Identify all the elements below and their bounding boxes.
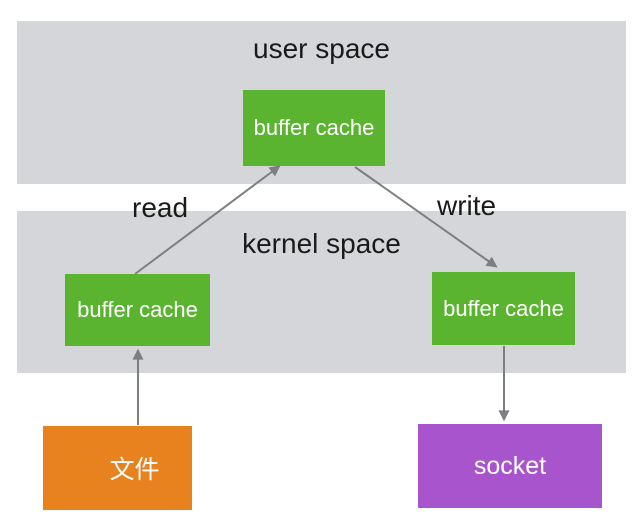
user-space-label: user space <box>253 33 390 64</box>
kernel-buffer-cache-write-node: buffer cache <box>432 272 575 345</box>
node-label: buffer cache <box>77 297 198 322</box>
node-label: 文件 <box>109 456 160 484</box>
user-buffer-cache-node: buffer cache <box>243 90 385 166</box>
file-node: 文件 <box>43 426 192 510</box>
kernel-space-label: kernel space <box>242 228 401 259</box>
write-label: write <box>437 190 497 221</box>
node-label: buffer cache <box>443 295 564 321</box>
kernel-buffer-cache-read-node: buffer cache <box>65 274 210 346</box>
node-label: buffer cache <box>253 115 375 140</box>
node-label: socket <box>473 451 547 480</box>
socket-node: socket <box>418 424 602 508</box>
read-label: read <box>132 192 189 223</box>
